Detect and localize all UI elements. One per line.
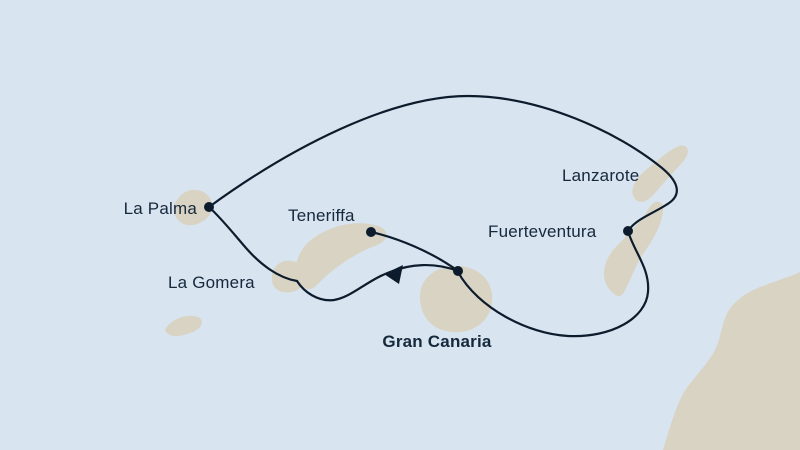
mainland-coast <box>663 272 800 450</box>
island-teneriffa <box>295 223 387 290</box>
route-leg-la-palma-to-lanzarote-fuerteventura <box>207 94 678 233</box>
port-label-la-gomera: La Gomera <box>168 273 255 292</box>
port-label-fuerteventura: Fuerteventura <box>488 222 597 241</box>
port-label-lanzarote: Lanzarote <box>562 166 639 185</box>
island-la-gomera <box>272 260 305 293</box>
route-direction-arrow-icon <box>384 265 403 284</box>
port-dot-fuerteventura <box>623 226 633 236</box>
island-gran-canaria <box>419 265 493 333</box>
port-dot-teneriffa <box>366 227 376 237</box>
route-leg-gran-canaria-to-la-gomera <box>295 263 460 302</box>
port-label-gran-canaria: Gran Canaria <box>382 332 492 351</box>
port-dot-gran-canaria <box>453 266 463 276</box>
route-leg-la-gomera-to-la-palma <box>207 205 299 283</box>
island-fuerteventura <box>604 201 664 297</box>
port-dot-la-palma <box>204 202 214 212</box>
route-leg-fuerteventura-to-gran-canaria <box>456 229 650 338</box>
route-leg-teneriffa-to-gran-canaria <box>369 230 460 273</box>
island-la-palma <box>173 189 213 226</box>
island-el-hierro <box>165 315 202 337</box>
port-label-la-palma: La Palma <box>124 199 198 218</box>
port-label-teneriffa: Teneriffa <box>288 206 355 225</box>
island-lanzarote <box>632 145 688 202</box>
